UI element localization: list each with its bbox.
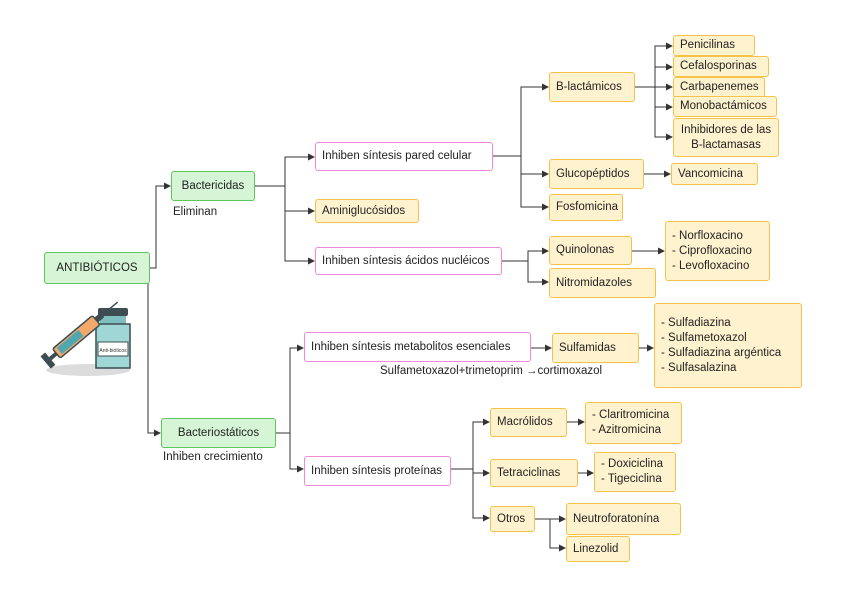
node-inhibidores-b-lactamasas: Inhibidores de las B-lactamasas xyxy=(673,118,779,157)
node-sulfamidas-list: - Sulfadiazina - Sulfametoxazol - Sulfad… xyxy=(654,303,802,388)
node-tetraciclinas: Tetraciclinas xyxy=(490,459,578,487)
node-sintesis-proteinas: Inhiben síntesis proteínas xyxy=(304,456,451,486)
node-macrolidos-list: - Claritromicina - Azitromicina xyxy=(585,402,682,444)
node-acidos-nucleicos: Inhiben síntesis ácidos nucléicos xyxy=(315,247,502,275)
bactericidas-note: Eliminan xyxy=(173,206,218,218)
svg-text:Anti-bióticos: Anti-bióticos xyxy=(99,348,127,354)
node-penicilinas: Penicilinas xyxy=(673,35,755,56)
bacteriostaticos-note: Inhiben crecimiento xyxy=(163,451,263,463)
node-cefalosporinas: Cefalosporinas xyxy=(673,56,769,77)
node-carbapenemes: Carbapenemes xyxy=(673,77,765,98)
node-fosfomicina: Fosfomicina xyxy=(549,194,623,221)
node-sulfamidas: Sulfamidas xyxy=(552,333,639,363)
node-neutroforatonina: Neutroforatonína xyxy=(566,503,681,535)
sulfamidas-note: Sulfametoxazol+trimetoprim →cortimoxazol xyxy=(380,365,603,377)
node-vancomicina: Vancomicina xyxy=(671,163,758,185)
node-antibioticos: ANTIBIÓTICOS xyxy=(44,252,150,284)
node-macrolidos: Macrólidos xyxy=(490,408,567,437)
node-bacteriostaticos: Bacteriostáticos xyxy=(161,418,276,448)
node-tetraciclinas-list: - Doxiciclina - Tigeciclina xyxy=(594,452,676,492)
node-bactericidas: Bactericidas xyxy=(171,171,255,201)
node-monobactamicos: Monobactámicos xyxy=(673,96,777,117)
node-pared-celular: Inhiben síntesis pared celular xyxy=(315,142,493,171)
node-b-lactamicos: B-lactámicos xyxy=(549,72,635,102)
syringe-vial-icon: Anti-bióticos xyxy=(40,301,131,376)
node-quinolonas: Quinolonas xyxy=(549,236,632,265)
node-nitromidazoles: Nitromidazoles xyxy=(549,268,656,298)
node-otros: Otros xyxy=(490,506,535,532)
node-aminiglucosidos: Aminiglucósidos xyxy=(315,199,419,223)
node-metabolitos-esenciales: Inhiben síntesis metabolitos esenciales xyxy=(304,332,531,362)
node-glucopeptidos: Glucopéptidos xyxy=(549,159,644,189)
node-quinolonas-list: - Norfloxacino - Ciprofloxacino - Levofl… xyxy=(665,221,770,281)
node-linezolid: Linezolid xyxy=(566,536,630,562)
